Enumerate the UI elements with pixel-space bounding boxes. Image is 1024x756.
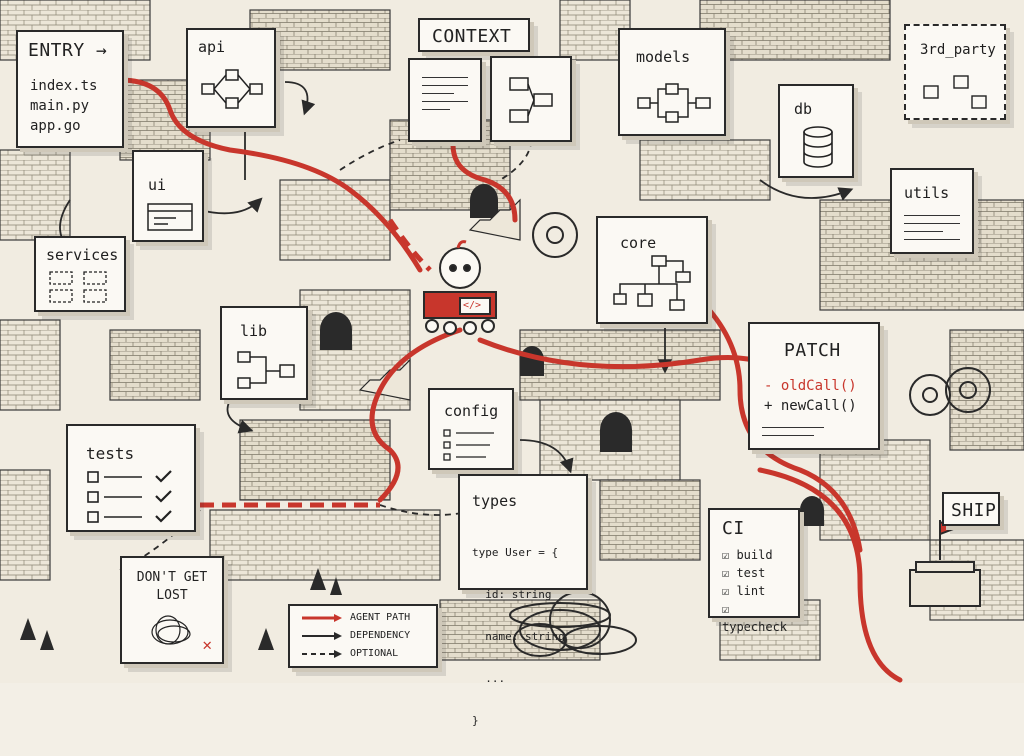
warning-sign: DON'T GET LOST ✕ — [120, 556, 224, 664]
module-ui[interactable]: ui — [132, 150, 204, 242]
doc-lines — [422, 70, 468, 110]
entry-file: main.py — [30, 98, 90, 114]
agent-code-badge: </> — [463, 300, 482, 311]
module-label: lib — [240, 322, 268, 340]
module-label: services — [46, 246, 119, 264]
code-line: type User = { — [472, 546, 559, 559]
optional-swatch — [302, 649, 342, 658]
entry-file: app.go — [30, 118, 81, 134]
flowchart-icon — [201, 69, 263, 109]
ship-tower — [909, 520, 981, 607]
context-sign[interactable]: CONTEXT — [418, 18, 530, 52]
warning-x-mark: ✕ — [202, 635, 212, 654]
legend-label: DEPENDENCY — [350, 630, 411, 641]
code-line: id: string — [472, 588, 552, 601]
ci-check-item: ☑ test — [722, 566, 766, 580]
patch-removed-line: - oldCall() — [764, 378, 857, 394]
module-label: db — [794, 100, 813, 118]
entry-file: index.ts — [30, 78, 98, 94]
flowchart-icon — [237, 351, 295, 389]
window-icon — [147, 203, 193, 231]
agent-path-swatch — [302, 613, 342, 622]
dependency-swatch — [302, 631, 342, 640]
module-label: config — [444, 402, 499, 420]
tangled-wires — [509, 591, 637, 657]
ci-check-label: build — [736, 548, 773, 562]
patch-added-text: + newCall() — [764, 398, 857, 414]
warning-text-1: DON'T GET — [136, 570, 208, 585]
ci-check-label: lint — [736, 584, 766, 598]
module-label: 3rd_party — [920, 42, 996, 58]
doc-lines — [904, 208, 960, 240]
code-line: ... — [472, 672, 506, 685]
grid-icon — [49, 271, 107, 303]
ci-check-label: typecheck — [722, 620, 788, 634]
database-icon — [803, 126, 833, 168]
module-db[interactable]: db — [778, 84, 854, 178]
agent-robot[interactable] — [410, 240, 510, 340]
patch-added-line: + newCall() — [764, 396, 857, 416]
gears — [532, 212, 991, 416]
entry-file-list: index.ts main.py app.go — [30, 76, 97, 136]
checklist-icon — [443, 429, 494, 461]
entry-card[interactable]: ENTRY → index.ts main.py app.go — [16, 30, 124, 148]
ship-sign[interactable]: SHIP — [942, 492, 1000, 526]
patch-title: PATCH — [784, 340, 841, 361]
module-tests[interactable]: tests — [66, 424, 196, 532]
module-core[interactable]: core — [596, 216, 708, 324]
ci-check-item: ☑ lint — [722, 584, 766, 598]
module-label: core — [620, 234, 657, 252]
module-lib[interactable]: lib — [220, 306, 308, 400]
warning-text-2: LOST — [156, 588, 188, 603]
context-doc-right[interactable] — [490, 56, 572, 142]
flowchart-icon — [637, 83, 711, 123]
code-line: } — [472, 714, 479, 727]
patch-card[interactable]: PATCH - oldCall() + newCall() — [748, 322, 880, 450]
legend-row-agent: AGENT PATH — [300, 612, 410, 623]
entry-title: ENTRY → — [28, 40, 108, 61]
legend-row-dependency: DEPENDENCY — [300, 630, 410, 641]
module-api[interactable]: api — [186, 28, 276, 128]
module-models[interactable]: models — [618, 28, 726, 136]
boxes-icon — [923, 75, 987, 109]
brick-blocks — [0, 0, 1024, 661]
module-services[interactable]: services — [34, 236, 126, 312]
types-title: types — [472, 492, 518, 510]
legend: AGENT PATH DEPENDENCY OPTIONAL — [288, 604, 438, 668]
module-label: tests — [86, 444, 135, 463]
module-label: models — [636, 48, 691, 66]
ci-check-label: test — [736, 566, 766, 580]
agent-path-dashed-2 — [387, 218, 432, 272]
flowchart-icon — [613, 255, 691, 311]
patch-diff: - oldCall() + newCall() — [764, 376, 857, 416]
module-label: ui — [148, 176, 167, 194]
ship-label: SHIP — [951, 500, 997, 521]
types-code: type User = { id: string name: string ..… — [472, 518, 565, 756]
legend-label: AGENT PATH — [350, 612, 411, 623]
legend-row-optional: OPTIONAL — [300, 648, 398, 659]
legend-label: OPTIONAL — [350, 648, 399, 659]
flowchart-icon — [509, 77, 553, 123]
ci-checklist: ☑ build ☑ test ☑ lint ☑ typecheck — [722, 546, 798, 636]
module-types[interactable]: types type User = { id: string name: str… — [458, 474, 588, 727]
module-third-party[interactable]: 3rd_party — [904, 24, 1006, 120]
ci-card[interactable]: CI ☑ build ☑ test ☑ lint ☑ typecheck — [708, 508, 800, 634]
module-label: utils — [904, 184, 950, 202]
module-utils[interactable]: utils — [890, 168, 974, 254]
scribble-icon — [151, 615, 191, 645]
module-config[interactable]: config — [428, 388, 514, 470]
code-line: name: string — [472, 630, 565, 643]
ci-check-item: ☑ typecheck — [722, 602, 788, 634]
context-doc-left[interactable] — [408, 58, 482, 142]
context-title: CONTEXT — [432, 26, 512, 47]
doc-lines — [762, 420, 866, 436]
ci-check-item: ☑ build — [722, 548, 773, 562]
module-label: api — [198, 38, 226, 56]
ci-title: CI — [722, 518, 745, 539]
checklist-icon — [87, 470, 172, 523]
